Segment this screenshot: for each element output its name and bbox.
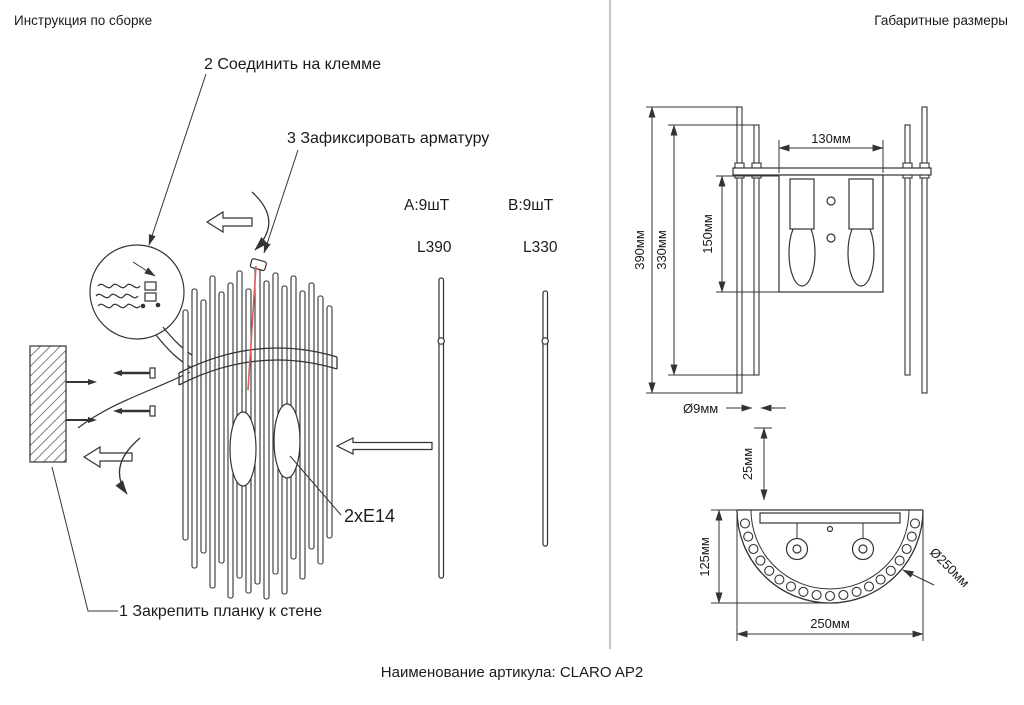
clamp-piece [249,258,267,272]
bulb [273,403,301,479]
left-section-title: Инструкция по сборке [14,13,153,28]
wire [155,334,193,369]
dim-label-25: 25мм [740,448,755,480]
mounting-band [178,347,338,386]
terminal-detail-circle [89,244,185,340]
rotate-arrow-icon [115,437,141,495]
leader-step2 [148,73,207,246]
dim-width-top: 130мм [778,131,884,173]
dim-label-125: 125мм [697,537,712,577]
dim-label-d250: Ø250мм [927,545,973,591]
front-view-body [778,174,884,293]
dimension-drawing: 130мм 150мм 330мм 390мм [632,106,973,641]
part-a-length: L390 [417,239,452,256]
rod-a [437,277,446,579]
wire [77,371,191,429]
step-3-label: 3 Зафиксировать арматуру [287,130,490,147]
article-name: Наименование артикула: CLARO AP2 [380,664,644,681]
lamp-rods [182,267,333,600]
dim-rod-diameter: Ø9мм [683,401,786,416]
wall-plate [29,345,97,463]
bulb [229,411,257,487]
dim-body-height: 150мм [700,175,779,293]
arrow-left-icon [205,210,253,234]
step-1-label: 1 Закрепить планку к стене [119,603,322,620]
screw-icon [113,405,156,417]
front-view-bar [732,167,932,176]
dim-label-130: 130мм [811,131,851,146]
part-b-length: L330 [523,239,558,256]
dim-rod-long: 390мм [632,106,737,394]
dim-label-d9: Ø9мм [683,401,718,416]
bottom-view-beads [739,518,921,602]
dim-label-250: 250мм [810,616,850,631]
rotate-arrow-icon [251,191,270,251]
bottom-view [736,509,924,604]
dim-label-150: 150мм [700,214,715,254]
part-a-quantity: A:9шТ [404,197,450,214]
dim-label-330: 330мм [654,230,669,270]
dim-bottom-width: 250мм [736,512,924,641]
leader-step1 [51,466,118,612]
wire [162,326,197,359]
screw-icon [113,367,156,379]
pointer-arrow-icon [335,437,433,455]
part-b-quantity: B:9шТ [508,197,554,214]
leader-socket [289,455,342,516]
assembly-drawing [29,73,550,612]
dim-depth-offset: 25мм [740,427,772,501]
step-2-label: 2 Соединить на клемме [204,56,381,73]
right-section-title: Габаритные размеры [874,13,1008,28]
rod-b [541,290,550,547]
dim-bottom-depth: 125мм [697,509,830,604]
arrow-left-icon [82,445,133,469]
leader-step3 [263,149,299,254]
dim-rod-short: 330мм [654,124,754,376]
socket-type-label: 2xE14 [344,506,396,526]
dim-label-390: 390мм [632,230,647,270]
alignment-line [247,265,257,391]
